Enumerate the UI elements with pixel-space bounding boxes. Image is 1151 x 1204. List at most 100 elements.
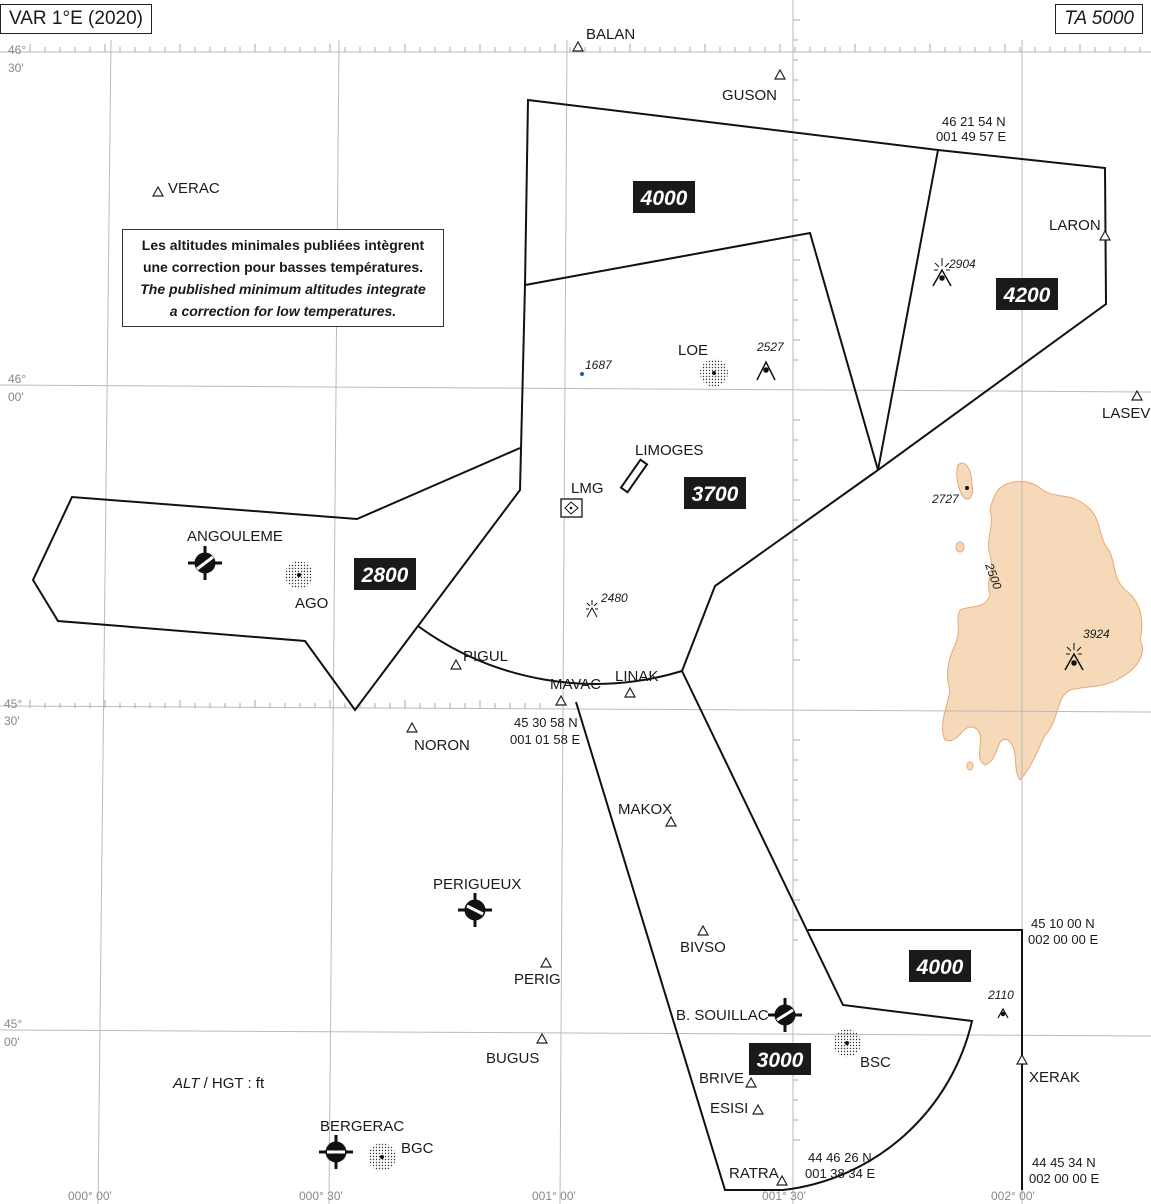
note-fr-line2: une correction pour basses températures.	[142, 259, 424, 275]
waypoint-verac-icon	[151, 185, 165, 197]
waypoint-bivso-icon	[696, 924, 710, 936]
svg-text:001° 00': 001° 00'	[532, 1189, 576, 1203]
navaid-bsc: BSC	[860, 1054, 891, 1071]
waypoint-lasev: LASEV	[1102, 405, 1150, 422]
alt-box-central	[684, 477, 746, 509]
waypoint-linak-icon	[623, 686, 637, 698]
terrain-area	[942, 481, 1143, 781]
svg-text:46°: 46°	[8, 43, 26, 57]
navaid-loe: LOE	[678, 342, 708, 359]
aerodrome-limoges: LIMOGES	[635, 442, 703, 459]
spot-1687-icon	[580, 372, 584, 376]
waypoint-noron-icon	[405, 721, 419, 733]
waypoint-bugus-icon	[535, 1032, 549, 1044]
aerodrome-angouleme-icon	[188, 546, 222, 580]
elev-1687: 1687	[585, 358, 613, 372]
svg-text:45°: 45°	[4, 1017, 22, 1031]
alt-southeast: 4000	[916, 956, 964, 979]
obstacle-2110-icon	[997, 1007, 1009, 1019]
elev-3924: 3924	[1083, 627, 1110, 641]
sector-west-boundary	[31, 447, 521, 712]
waypoint-verac: VERAC	[168, 180, 220, 197]
waypoint-lasev-icon	[1130, 389, 1144, 401]
waypoint-makox-icon	[664, 815, 678, 827]
elevation-labels: 1687 2527 2904 2727 2480 3924 2110	[585, 257, 1110, 1002]
waypoint-mavac: MAVAC	[550, 676, 601, 693]
aerodrome-angouleme: ANGOULEME	[187, 528, 283, 545]
sector-central-boundary	[416, 284, 879, 685]
sector-altitudes: 4000 4200 3700 2800 3000 4000	[354, 181, 1058, 1075]
note-en-line1: The published minimum altitudes integrat…	[140, 281, 426, 297]
sector-north-boundary	[523, 98, 1108, 472]
obstacle-2480-icon	[586, 600, 598, 618]
note-en-line2: a correction for low temperatures.	[169, 303, 397, 319]
alt-box-southeast	[909, 950, 971, 982]
waypoint-mavac-icon	[554, 694, 568, 706]
svg-text:46 21 54 N: 46 21 54 N	[942, 114, 1006, 129]
waypoint-ratra-icon	[775, 1174, 789, 1186]
aerodrome-perigueux: PERIGUEUX	[433, 876, 521, 893]
graticule-labels: 46° 30' 46° 00' 45° 30' 45° 00' 000° 00'…	[4, 43, 1035, 1203]
svg-text:002 00 00 E: 002 00 00 E	[1028, 932, 1098, 947]
aerodrome-souillac: B. SOUILLAC	[676, 1007, 769, 1024]
note-fr-line1: Les altitudes minimales publiées intègre…	[141, 237, 425, 253]
svg-text:001 49 57 E: 001 49 57 E	[936, 129, 1006, 144]
waypoint-guson: GUSON	[722, 87, 777, 104]
ndb-loe-icon	[700, 359, 728, 387]
sector-south-boundary	[575, 670, 1023, 1191]
ndb-bsc-icon	[833, 1029, 861, 1057]
waypoint-pigul-icon	[449, 658, 463, 670]
waypoint-brive-icon	[744, 1076, 758, 1088]
svg-text:000° 30': 000° 30'	[299, 1189, 343, 1203]
waypoint-laron-icon	[1098, 229, 1112, 241]
coordinate-labels: 46 21 54 N 001 49 57 E 45 30 58 N 001 01…	[510, 114, 1099, 1186]
waypoint-xerak-icon	[1015, 1053, 1029, 1065]
waypoint-noron: NORON	[414, 737, 470, 754]
alt-north: 4000	[640, 187, 688, 210]
sector-divider	[877, 149, 939, 471]
vor-lmg-icon	[560, 498, 583, 518]
elev-2904: 2904	[948, 257, 976, 271]
terrain-spot	[956, 462, 973, 500]
alt-northeast: 4200	[1003, 284, 1051, 307]
alt-box-north	[633, 181, 695, 213]
waypoint-guson-icon	[773, 68, 787, 80]
navaid-ago: AGO	[295, 595, 328, 612]
aerodrome-perigueux-icon	[458, 893, 492, 927]
svg-text:001 38 34 E: 001 38 34 E	[805, 1166, 875, 1181]
temperature-note: Les altitudes minimales publiées intègre…	[122, 229, 444, 327]
svg-text:002 00 00 E: 002 00 00 E	[1029, 1171, 1099, 1186]
svg-text:001 01 58 E: 001 01 58 E	[510, 732, 580, 747]
sector-boundaries	[31, 98, 1108, 1191]
spot-2727-icon	[965, 486, 969, 490]
alt-box-south	[749, 1043, 811, 1075]
waypoints	[151, 40, 1144, 1186]
elev-2727: 2727	[931, 492, 960, 506]
elev-2527: 2527	[756, 340, 785, 354]
alt-box-northeast	[996, 278, 1058, 310]
navaid-labels: AGO LOE LMG BSC BGC	[295, 342, 891, 1157]
units-alt: ALT	[173, 1075, 200, 1092]
aerodrome-labels: ANGOULEME LIMOGES PERIGUEUX B. SOUILLAC …	[187, 442, 769, 1135]
alt-box-west	[354, 558, 416, 590]
alt-south: 3000	[757, 1049, 804, 1072]
obstacles	[580, 258, 1084, 1019]
terrain-dot	[966, 761, 974, 771]
svg-text:000° 00': 000° 00'	[68, 1189, 112, 1203]
waypoint-balan-icon	[571, 40, 585, 52]
obstacle-3924-icon	[1064, 643, 1084, 671]
navaid-bgc: BGC	[401, 1140, 434, 1157]
transition-altitude: TA 5000	[1055, 4, 1143, 34]
svg-text:001° 30': 001° 30'	[762, 1189, 806, 1203]
svg-text:45 30 58 N: 45 30 58 N	[514, 715, 578, 730]
waypoint-pigul: PIGUL	[463, 648, 508, 665]
ndb-bgc-icon	[368, 1143, 396, 1171]
waypoint-laron: LARON	[1049, 217, 1101, 234]
waypoint-balan: BALAN	[586, 26, 635, 43]
waypoint-brive: BRIVE	[699, 1070, 744, 1087]
alt-central: 3700	[692, 483, 739, 506]
terrain-dot	[955, 541, 965, 553]
svg-text:44 45 34 N: 44 45 34 N	[1032, 1155, 1096, 1170]
graticule-ticks	[29, 19, 1141, 1141]
